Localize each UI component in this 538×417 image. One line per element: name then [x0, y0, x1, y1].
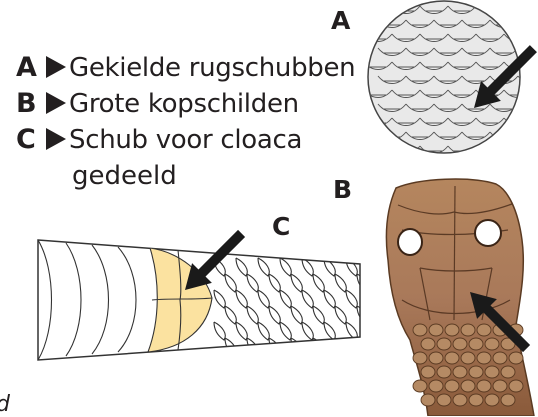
neck-scale — [509, 352, 523, 364]
neck-scale — [413, 380, 427, 392]
keeled-scale — [532, 6, 538, 14]
keeled-scale — [518, 132, 538, 140]
neck-scale — [469, 338, 483, 350]
neck-scale — [453, 366, 467, 378]
neck-scale — [437, 338, 451, 350]
neck-scale — [485, 338, 499, 350]
neck-scale — [437, 394, 451, 406]
dorsal-scales-circle — [364, 1, 538, 168]
footer-fragment: d — [0, 393, 10, 417]
keeled-scale — [532, 34, 538, 42]
neck-scale — [437, 366, 451, 378]
keeled-scale — [364, 6, 392, 14]
neck-scale — [501, 366, 515, 378]
keeled-scale — [518, 104, 538, 112]
neck-scale — [413, 324, 427, 336]
keeled-scale — [518, 76, 538, 84]
neck-scale — [469, 394, 483, 406]
tail-scale — [335, 338, 346, 356]
neck-scale — [501, 394, 515, 406]
neck-scale — [445, 380, 459, 392]
keeled-scale — [476, 146, 504, 154]
neck-scale — [509, 380, 523, 392]
neck-scale — [421, 394, 435, 406]
keeled-scale — [532, 146, 538, 154]
snake-head-photo — [386, 179, 534, 416]
keeled-scale — [518, 20, 538, 28]
keeled-scale — [504, 6, 532, 14]
keeled-scale — [518, 160, 538, 168]
neck-scale — [461, 324, 475, 336]
neck-scale — [421, 366, 435, 378]
neck-scale — [493, 380, 507, 392]
neck-scale — [485, 394, 499, 406]
keeled-scale — [532, 90, 538, 98]
keeled-scale — [462, 160, 490, 168]
neck-scale — [477, 352, 491, 364]
keeled-scale — [406, 160, 434, 168]
snake-underside-diagram — [38, 240, 368, 360]
keeled-scale — [434, 160, 462, 168]
keeled-scale — [490, 160, 518, 168]
neck-scale — [493, 352, 507, 364]
neck-scale — [445, 352, 459, 364]
neck-scale — [469, 366, 483, 378]
keeled-scale — [364, 146, 392, 154]
neck-scale — [461, 380, 475, 392]
neck-scale — [413, 352, 427, 364]
keeled-scale — [504, 118, 532, 126]
neck-scale — [429, 324, 443, 336]
neck-scale — [477, 380, 491, 392]
neck-scale — [461, 352, 475, 364]
neck-scale — [477, 324, 491, 336]
neck-scale — [421, 338, 435, 350]
neck-scale — [453, 394, 467, 406]
neck-scale — [485, 366, 499, 378]
neck-scale — [445, 324, 459, 336]
keeled-scale — [532, 118, 538, 126]
keeled-scale — [504, 146, 532, 154]
keeled-scale — [532, 62, 538, 70]
neck-scale — [429, 380, 443, 392]
keeled-scale — [378, 160, 406, 168]
neck-scale — [453, 338, 467, 350]
tail-scale — [357, 338, 368, 356]
neck-scale — [429, 352, 443, 364]
